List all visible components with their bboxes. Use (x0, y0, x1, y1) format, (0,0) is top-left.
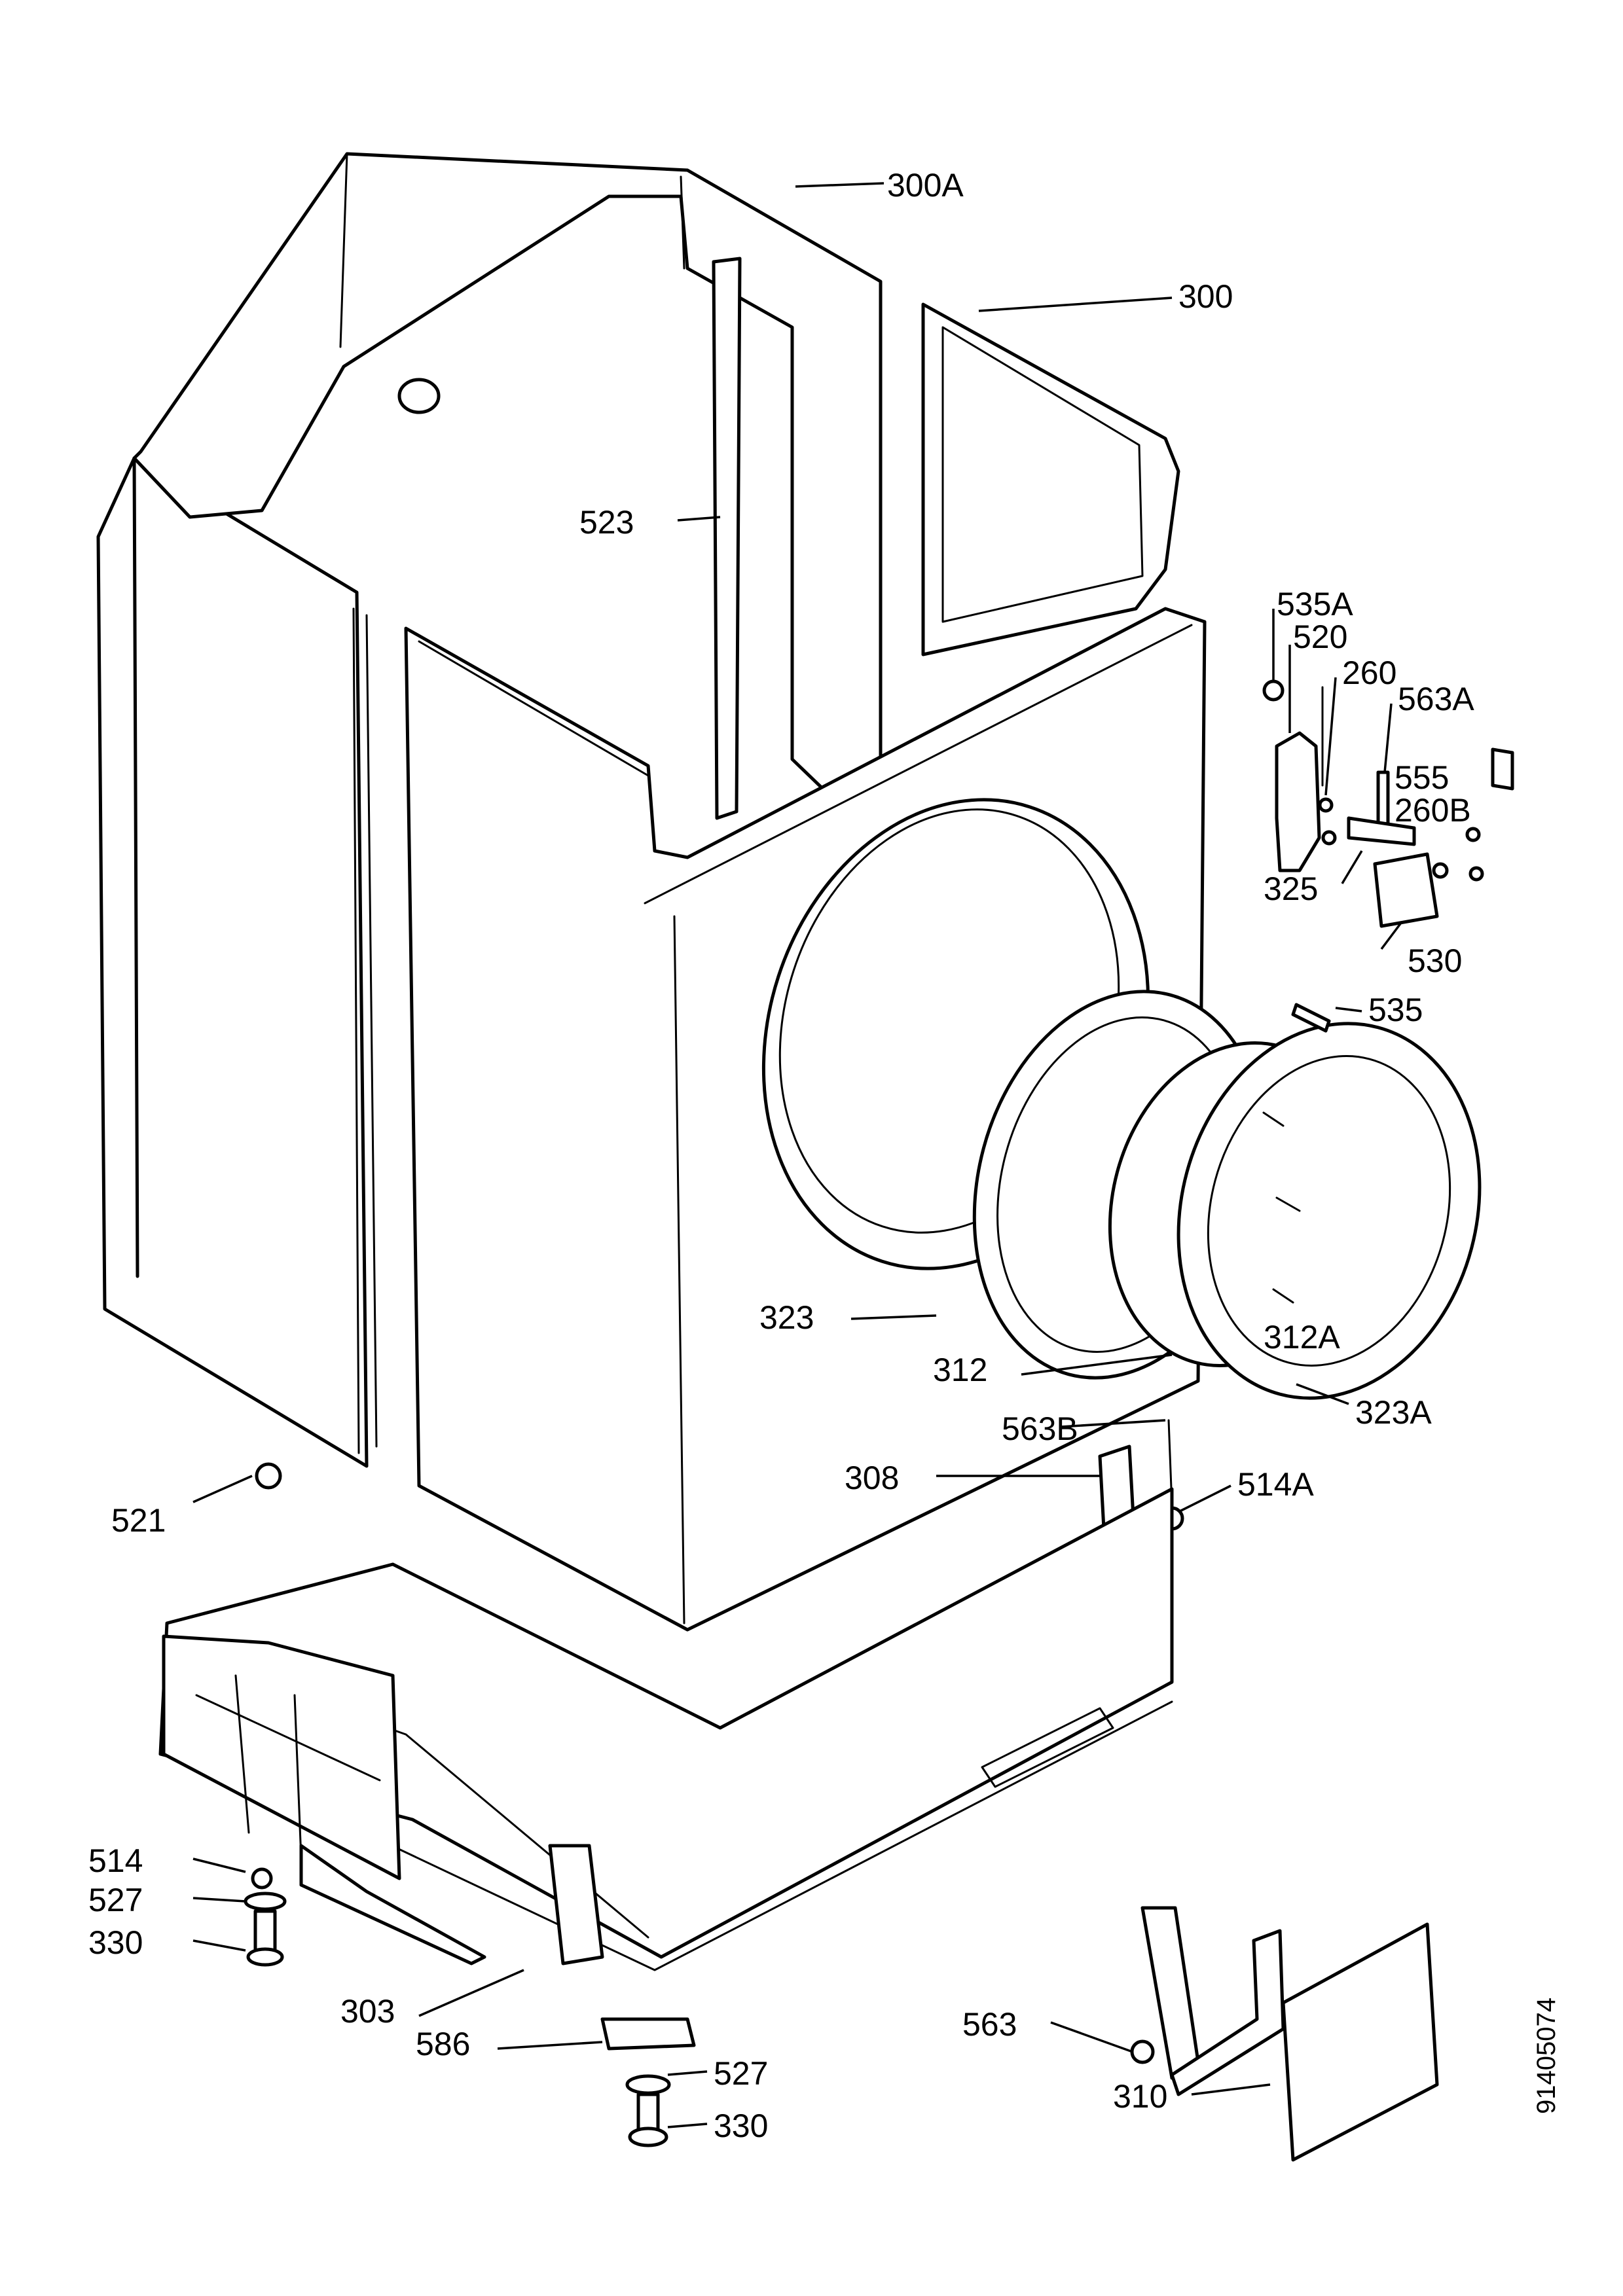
kick-panel-parts (1130, 1906, 1439, 2162)
callout-520: 520 (1293, 619, 1347, 655)
callout-555: 555 (1395, 759, 1449, 796)
callout-527: 527 (88, 1882, 143, 1918)
cabinet-body (96, 152, 1207, 1632)
callout-530: 530 (1408, 942, 1462, 979)
callout-300A: 300A (887, 167, 964, 204)
callout-563A: 563A (1398, 681, 1474, 717)
callout-563: 563 (962, 2006, 1017, 2043)
callout-521: 521 (111, 1502, 166, 1539)
adjustable-feet (244, 1867, 696, 2147)
leader-lines (192, 182, 1402, 2128)
door-assembly (972, 990, 1482, 1400)
callout-514A: 514A (1237, 1466, 1314, 1503)
document-number: 91405074 (1532, 1998, 1561, 2114)
callout-330-lower: 330 (714, 2108, 768, 2144)
callout-308: 308 (845, 1460, 899, 1496)
callout-312: 312 (933, 1352, 987, 1388)
callout-325: 325 (1264, 870, 1318, 907)
callout-514: 514 (88, 1842, 143, 1879)
callout-586: 586 (416, 2026, 470, 2062)
callout-535: 535 (1368, 992, 1423, 1028)
callout-312A: 312A (1264, 1319, 1340, 1355)
callout-323: 323 (759, 1299, 814, 1336)
callout-260: 260 (1342, 655, 1396, 691)
callout-563B: 563B (1002, 1410, 1078, 1447)
callout-310: 310 (1113, 2078, 1167, 2115)
door-lock-parts (1262, 679, 1514, 1033)
callout-535A: 535A (1277, 586, 1353, 622)
callout-527-lower: 527 (714, 2055, 768, 2092)
callout-260B: 260B (1395, 792, 1471, 829)
base-frame (158, 1487, 1174, 1971)
callout-323A: 323A (1355, 1394, 1432, 1431)
callout-labels: 300A 300 523 535A 520 260 563A 555 260B … (88, 167, 1474, 2144)
callout-523: 523 (579, 504, 634, 541)
callout-303: 303 (340, 1993, 395, 2030)
callout-330: 330 (88, 1924, 143, 1961)
callout-300: 300 (1178, 278, 1233, 315)
